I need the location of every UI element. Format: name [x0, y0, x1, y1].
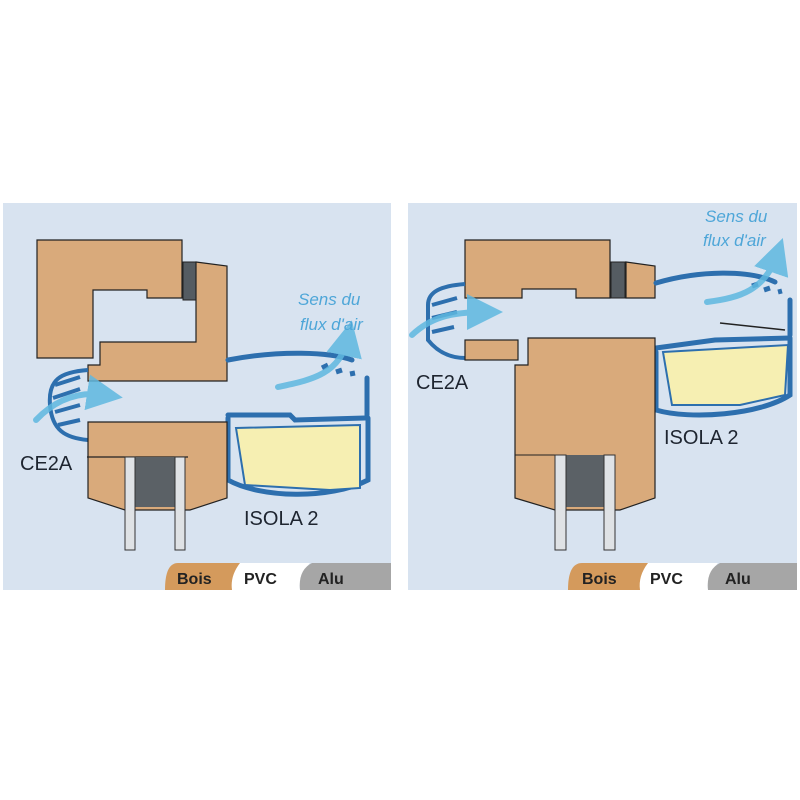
airflow-label-line1: Sens du — [298, 290, 361, 309]
legend-bois: Bois — [177, 571, 212, 588]
sash-nose — [625, 261, 656, 299]
frame-profile — [87, 261, 228, 382]
profile-label: ISOLA 2 — [664, 427, 739, 449]
airflow-arrow-in — [409, 294, 503, 338]
glazing-spacer — [566, 455, 606, 507]
glass-pane — [603, 454, 616, 551]
airflow-arrow-out — [275, 320, 362, 390]
glass-pane — [554, 454, 567, 551]
glass-pane — [174, 456, 186, 551]
perforation — [320, 362, 356, 377]
sash-top-profile — [36, 239, 183, 359]
legend-alu: Alu — [318, 571, 344, 588]
legend-pvc: PVC — [244, 571, 277, 588]
seal — [610, 261, 626, 299]
airflow-arrow-out — [704, 237, 789, 305]
drip-line — [719, 322, 786, 331]
sash-top-profile — [464, 239, 611, 299]
left-panel: Sens du flux d'air CE2A ISOLA 2 Bois PVC… — [3, 203, 391, 590]
insulation — [234, 423, 361, 492]
airflow-label-line1: Sens du — [705, 207, 768, 226]
airflow-arrow-in — [33, 374, 123, 423]
vent-label: CE2A — [416, 372, 469, 394]
insulation — [661, 343, 790, 406]
airflow-label-line2: flux d'air — [300, 315, 364, 334]
seal — [182, 261, 197, 301]
glass-pane — [124, 456, 136, 551]
legend-pvc: PVC — [650, 571, 683, 588]
material-legend: Bois PVC Alu — [165, 563, 391, 590]
profile-label: ISOLA 2 — [244, 508, 319, 530]
material-legend: Bois PVC Alu — [568, 563, 797, 590]
lower-cover-profile — [653, 335, 793, 418]
legend-alu: Alu — [725, 571, 751, 588]
sash-lower-lip — [464, 339, 519, 361]
glazing-spacer — [135, 457, 175, 507]
airflow-label-line2: flux d'air — [703, 231, 767, 250]
vent-label: CE2A — [20, 453, 73, 475]
right-panel: Sens du flux d'air CE2A ISOLA 2 Bois PVC… — [408, 203, 797, 590]
legend-bois: Bois — [582, 571, 617, 588]
